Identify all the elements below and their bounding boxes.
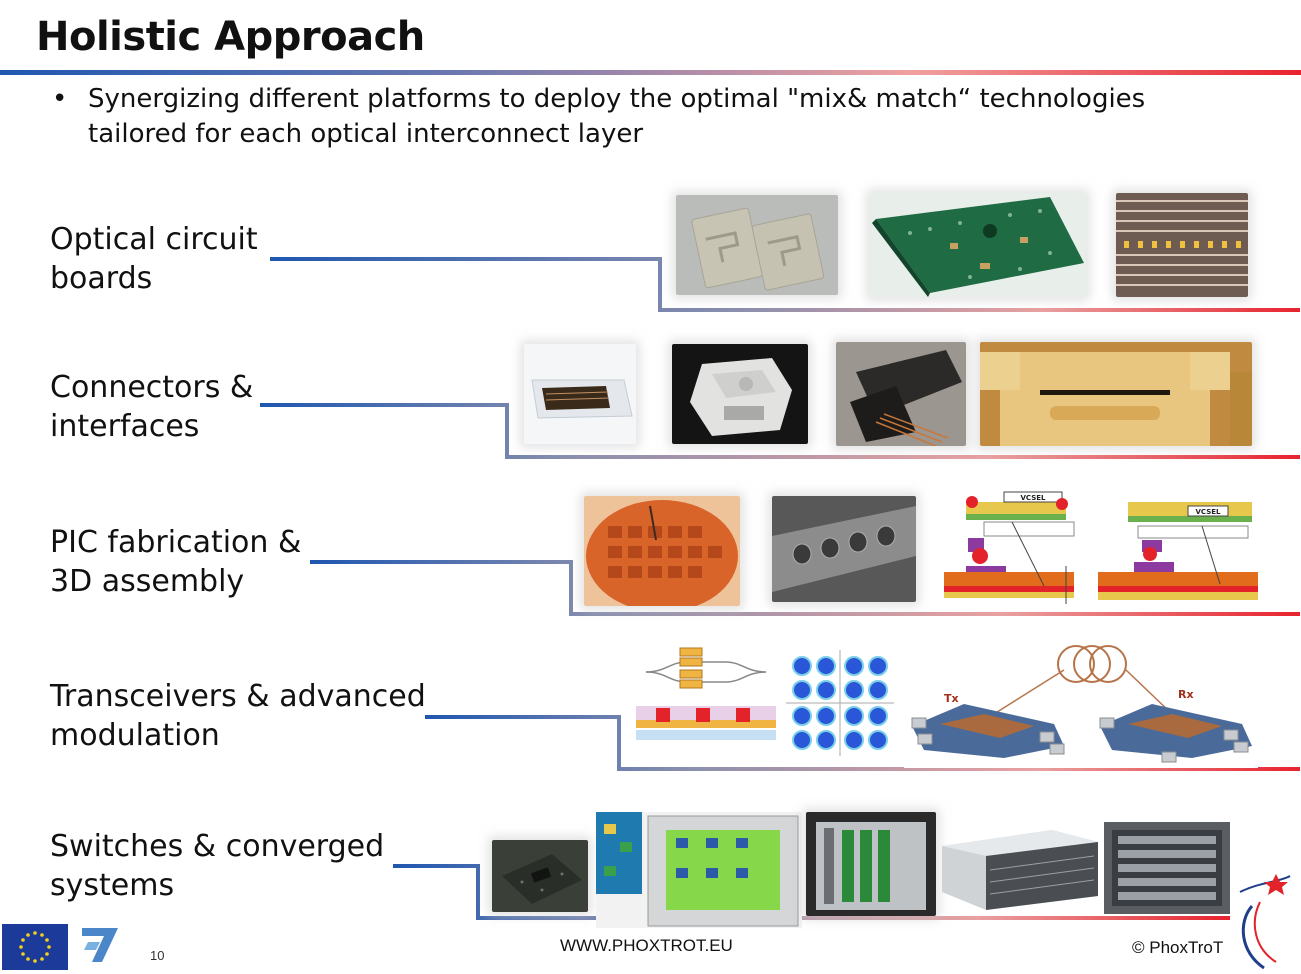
waveguide-array-image <box>1116 193 1248 297</box>
bullet-point: • Synergizing different platforms to dep… <box>52 82 1252 152</box>
layer-label-pic-fabrication: PIC fabrication & 3D assembly <box>50 523 301 601</box>
connector-line-optical-circuit-boards <box>270 257 1300 312</box>
rack-card-image <box>806 812 936 916</box>
bullet-text: Synergizing different platforms to deplo… <box>88 84 1146 149</box>
chip-package-image <box>492 840 588 912</box>
3d-assembly-diagram-1: VCSEL <box>944 482 1078 608</box>
layer-label-optical-circuit-boards: Optical circuit boards <box>50 220 258 298</box>
footer-url-link[interactable]: WWW.PHOXTROT.EU <box>560 936 733 955</box>
fp7-programme-logo <box>82 928 118 962</box>
3d-assembly-diagram-2: VCSEL <box>1098 496 1258 606</box>
modulator-diagram <box>636 646 776 750</box>
page-number: 10 <box>150 948 165 963</box>
green-pcb-image <box>870 193 1086 297</box>
layer-label-line2: boards <box>50 261 153 296</box>
layer-label-line1: Optical circuit <box>50 222 258 257</box>
clear-ferrule-image <box>672 344 808 444</box>
layer-label-line2: 3D assembly <box>50 564 245 599</box>
layer-label-transceivers: Transceivers & advanced modulation <box>50 677 426 755</box>
layer-label-line2: systems <box>50 868 175 903</box>
layer-label-line1: PIC fabrication & <box>50 525 302 560</box>
interface-closeup-image <box>980 342 1252 446</box>
vcsel-label: VCSEL <box>1196 508 1222 516</box>
optical-board-sample-image <box>676 195 838 295</box>
connector-line-pic <box>310 560 1300 616</box>
sem-waveguide-image <box>772 496 916 602</box>
footer-copyright: © PhoxTroT <box>1132 938 1224 957</box>
rx-label: Rx <box>1178 688 1194 701</box>
layer-label-line1: Transceivers & advanced <box>50 679 426 714</box>
layer-label-line2: interfaces <box>50 409 200 444</box>
phoxtrot-logo <box>1239 874 1291 970</box>
tx-label: Tx <box>944 692 959 705</box>
connector-line-connectors <box>260 403 1300 459</box>
server-unit-image <box>942 830 1098 910</box>
connector-line-transceivers <box>425 715 1300 771</box>
eu-flag-logo <box>2 924 68 970</box>
slide-title: Holistic Approach <box>36 14 425 60</box>
wafer-image <box>584 496 740 606</box>
eu-stars-icon <box>19 931 51 963</box>
server-rack-image <box>1104 822 1230 914</box>
title-underline <box>0 70 1301 75</box>
connector-line-switches <box>393 864 1230 920</box>
vcsel-label: VCSEL <box>1021 494 1047 502</box>
layer-label-line2: modulation <box>50 718 220 753</box>
fiber-connector-image <box>836 342 966 446</box>
switch-chassis-image <box>596 812 802 928</box>
layer-label-switches: Switches & converged systems <box>50 827 384 905</box>
constellation-diagram <box>786 650 894 756</box>
glass-connector-image <box>524 344 636 444</box>
bullet-dot: • <box>52 84 68 114</box>
layer-label-line1: Connectors & <box>50 370 254 405</box>
layer-label-line1: Switches & converged <box>50 829 385 864</box>
layer-label-connectors-interfaces: Connectors & interfaces <box>50 368 253 446</box>
transceiver-rings-diagram: Tx Rx <box>904 634 1258 768</box>
